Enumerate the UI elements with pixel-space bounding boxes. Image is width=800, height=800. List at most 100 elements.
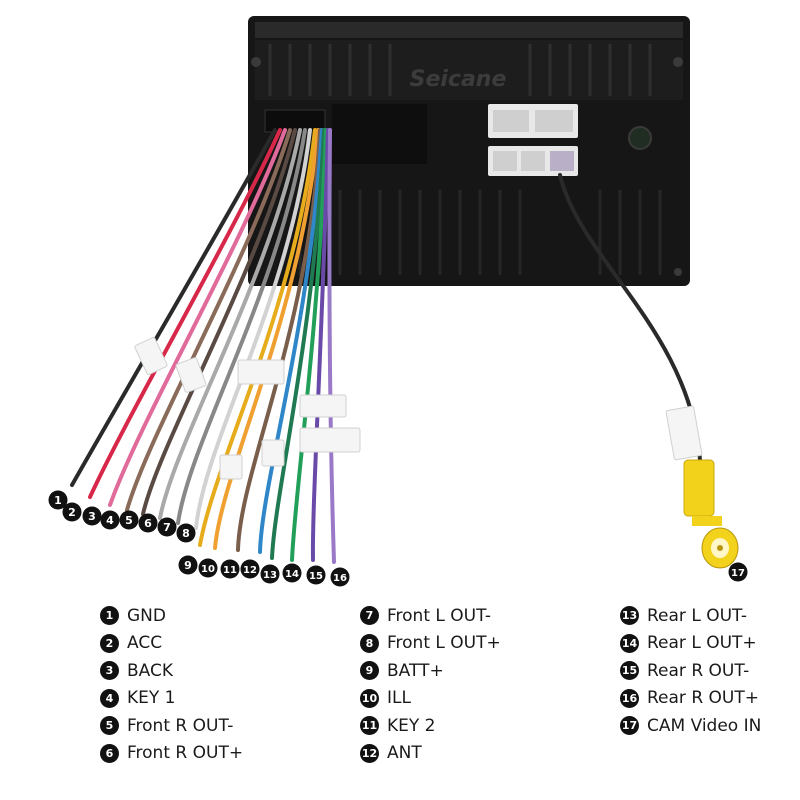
legend-number: 5 — [100, 716, 119, 736]
legend-label: KEY 2 — [387, 715, 436, 736]
aux-connector-top — [488, 104, 578, 138]
legend-number: 17 — [620, 716, 639, 736]
wire-11 — [236, 128, 322, 552]
legend-item: 12 ANT — [360, 740, 501, 768]
wire-badge-2: 2 — [62, 502, 82, 522]
wire-badge-number: 6 — [144, 517, 152, 530]
legend-item: 8 Front L OUT+ — [360, 630, 501, 658]
legend-label: ACC — [127, 633, 163, 654]
wire-badge-10: 10 — [198, 558, 218, 578]
legend-label: KEY 1 — [127, 688, 176, 709]
legend-number: 9 — [360, 661, 379, 681]
wire-badge-number: 16 — [333, 573, 347, 584]
legend-item: 4 KEY 1 — [100, 685, 243, 713]
screw-top-left — [251, 57, 261, 67]
wire-badge-number: 8 — [182, 527, 190, 540]
legend-item: 10 ILL — [360, 685, 501, 713]
legend-label: BATT+ — [387, 660, 444, 681]
legend-label: Rear R OUT+ — [647, 688, 759, 709]
wire-badge-16: 16 — [330, 567, 350, 587]
brand-logo: Seicane — [410, 67, 507, 92]
wire-badge-number: 9 — [184, 559, 192, 572]
wire-badge-circle — [48, 490, 68, 510]
wire-tags — [134, 337, 703, 480]
wire-badge-1: 1 — [48, 490, 68, 510]
wire-badge-number: 13 — [263, 570, 277, 581]
wire-badge-number: 10 — [201, 564, 215, 575]
wire-badge-11: 11 — [220, 559, 240, 579]
legend-item: 17 CAM Video IN — [620, 712, 761, 740]
wire-badge-circle — [62, 502, 82, 522]
wire-3 — [108, 128, 287, 507]
legend-item: 13 Rear L OUT- — [620, 602, 761, 630]
legend-label: Rear R OUT- — [647, 660, 750, 681]
wire-badge-circle — [240, 559, 260, 579]
wire-badge-number: 15 — [309, 571, 323, 582]
legend-label: ANT — [387, 743, 422, 764]
head-unit: Seicane — [248, 16, 690, 286]
wire-badge-13: 13 — [260, 564, 280, 584]
wire-badge-circle — [330, 567, 350, 587]
screw-top-right — [673, 57, 683, 67]
wire-badge-4: 4 — [100, 510, 120, 530]
heatsink-fins — [268, 44, 652, 96]
wire-badge-5: 5 — [119, 510, 139, 530]
center-panel — [332, 104, 427, 164]
legend-label: ILL — [387, 688, 411, 709]
wire-badge-number: 1 — [54, 494, 62, 507]
wire-badge-6: 6 — [138, 513, 158, 533]
legend-number: 4 — [100, 688, 119, 708]
wire-badge-number: 5 — [125, 514, 133, 527]
gps-port — [628, 126, 652, 150]
wire-badge-3: 3 — [82, 506, 102, 526]
legend-number: 13 — [620, 606, 639, 626]
wire-badge-circle — [282, 563, 302, 583]
legend-number: 8 — [360, 633, 379, 653]
wire-5 — [141, 128, 297, 516]
legend-number: 12 — [360, 743, 379, 763]
wire-badge-number: 4 — [106, 514, 114, 527]
legend-label: Front R OUT+ — [127, 743, 244, 764]
wire-6 — [158, 128, 302, 520]
wire-badge-14: 14 — [282, 563, 302, 583]
legend-label: Front R OUT- — [127, 715, 234, 736]
wire-badge-circle — [82, 506, 102, 526]
wire-badge-circle — [157, 517, 177, 537]
wire-badge-number: 2 — [68, 506, 76, 519]
legend-label: CAM Video IN — [647, 715, 762, 736]
wire-badge-15: 15 — [306, 565, 326, 585]
wire-badge-circle — [176, 523, 196, 543]
legend-number: 7 — [360, 606, 379, 626]
wire-badge-circle — [178, 555, 198, 575]
legend-item: 9 BATT+ — [360, 657, 501, 685]
legend-number: 10 — [360, 688, 379, 708]
legend-number: 6 — [100, 743, 119, 763]
wire-badge-circle — [138, 513, 158, 533]
wire-12 — [258, 128, 324, 554]
legend-number: 1 — [100, 606, 119, 626]
wire-badge-circle — [198, 558, 218, 578]
wire-badge-number: 11 — [223, 565, 237, 576]
wire-4 — [125, 128, 292, 512]
legend-label: Front L OUT+ — [387, 633, 501, 654]
wire-7 — [176, 128, 307, 525]
wire-badge-circle — [220, 559, 240, 579]
legend-item: 6 Front R OUT+ — [100, 740, 243, 768]
wire-badge-number: 14 — [285, 569, 299, 580]
wire-1 — [70, 128, 277, 487]
wire-badge-circle — [260, 564, 280, 584]
legend-label: Rear L OUT- — [647, 605, 747, 626]
wire-badge-number: 12 — [243, 565, 257, 576]
screw-bottom-right — [674, 268, 682, 276]
